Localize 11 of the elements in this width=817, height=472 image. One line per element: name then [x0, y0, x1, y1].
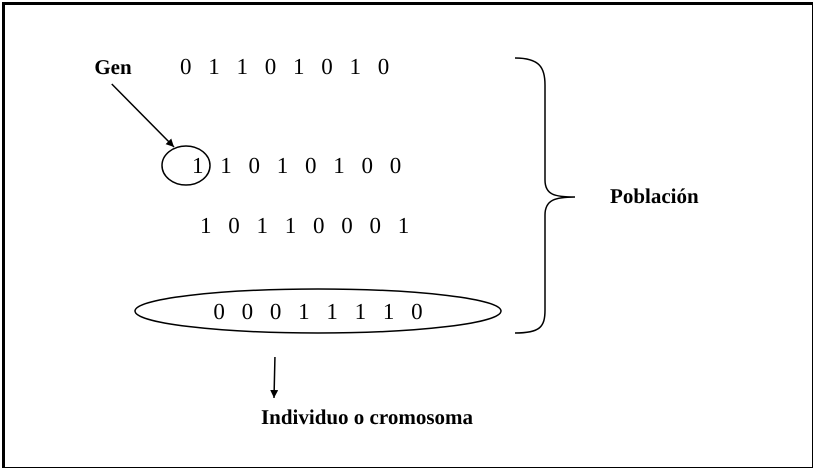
- bit-string: 1 0 1 1 0 0 0 1: [200, 214, 410, 237]
- arrow: [270, 356, 278, 398]
- individual-label: Individuo o cromosoma: [212, 402, 522, 432]
- bit-string: 0 0 0 1 1 1 1 0: [213, 300, 423, 322]
- population-label: Población: [610, 186, 699, 207]
- bit-string: 0 1 1 0 1 0 1 0: [180, 55, 390, 78]
- bit-string: 1 1 0 1 0 1 0 0: [192, 154, 402, 177]
- gene-circle: [161, 145, 211, 186]
- chromosome-ellipse: [134, 288, 502, 334]
- arrow: [111, 83, 175, 148]
- gene-label: Gen: [82, 52, 144, 82]
